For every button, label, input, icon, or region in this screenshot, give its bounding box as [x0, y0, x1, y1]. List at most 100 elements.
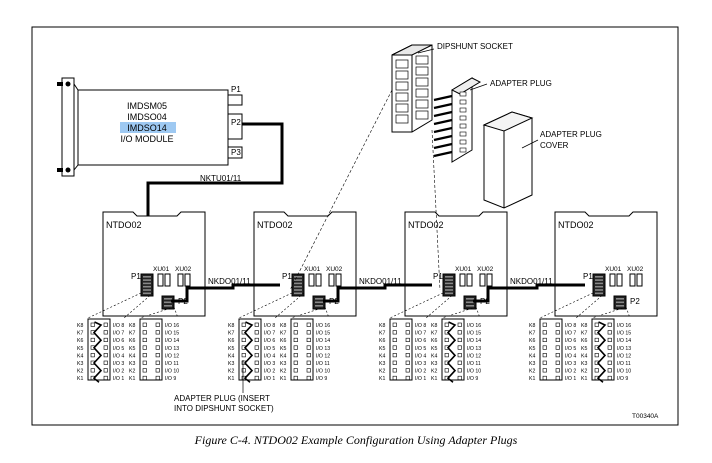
adapter-plug-cover-label-2: COVER: [540, 141, 569, 150]
module-highlight: [120, 122, 176, 133]
left-io-label: I/O 3: [264, 361, 275, 367]
left-io-label: I/O 5: [264, 346, 275, 352]
xu02-label: XU02: [175, 266, 192, 273]
left-pin-label: K7: [77, 331, 83, 337]
dipshunt-socket-label: DIPSHUNT SOCKET: [437, 42, 513, 51]
left-pin-label: K3: [77, 361, 83, 367]
left-io-label: I/O 3: [113, 361, 124, 367]
right-io-label: I/O 12: [316, 353, 330, 359]
figure-id: T00340A: [632, 413, 659, 420]
io-module: IMDSM05 IMDSO04 IMDSO14 I/O MODULE P1 P2…: [57, 77, 243, 177]
right-pin-label: K2: [431, 369, 437, 375]
p1-connector: [291, 273, 305, 297]
left-io-label: I/O 2: [565, 369, 576, 375]
xu02-socket: [479, 273, 493, 287]
left-pin-label: K1: [77, 376, 83, 382]
left-io-label: I/O 1: [415, 376, 426, 382]
left-io-label: I/O 6: [565, 338, 576, 344]
right-pin-label: K8: [581, 323, 587, 329]
p1-label: P1: [433, 272, 443, 281]
left-io-label: I/O 3: [565, 361, 576, 367]
right-pin-label: K4: [280, 353, 286, 359]
nktu-cable: [146, 122, 284, 278]
right-io-label: I/O 11: [165, 361, 179, 367]
right-io-label: I/O 15: [617, 331, 631, 337]
xu01-socket: [157, 273, 171, 287]
nkdo-cable-label-1: NKDO01/11: [208, 277, 251, 286]
right-pin-label: K4: [431, 353, 437, 359]
xu01-label: XU01: [455, 266, 472, 273]
p1-label: P1: [131, 272, 141, 281]
p1-connector: [442, 273, 456, 297]
module-name-4: I/O MODULE: [120, 134, 173, 144]
right-pin-label: K8: [280, 323, 286, 329]
xu02-label: XU02: [326, 266, 343, 273]
left-pin-label: K1: [529, 376, 535, 382]
nkdo-cable-label-2: NKDO01/11: [359, 277, 402, 286]
left-io-label: I/O 5: [113, 346, 124, 352]
left-pin-label: K6: [529, 338, 535, 344]
port-p2: P2: [231, 118, 241, 127]
right-pin-label: K5: [129, 346, 135, 352]
right-pin-label: K2: [581, 369, 587, 375]
leader-line-a: [289, 89, 393, 291]
left-pin-label: K2: [529, 369, 535, 375]
nkdo-cable-3: [473, 283, 585, 303]
left-io-label: I/O 6: [113, 338, 124, 344]
p1-label: P1: [583, 272, 593, 281]
left-pin-label: K2: [77, 369, 83, 375]
right-io-label: I/O 10: [165, 369, 179, 375]
right-io-label: I/O 11: [316, 361, 330, 367]
left-io-label: I/O 5: [565, 346, 576, 352]
right-pin-label: K2: [129, 369, 135, 375]
right-pin-label: K1: [280, 376, 286, 382]
left-pin-label: K3: [228, 361, 234, 367]
left-pin-label: K8: [529, 323, 535, 329]
right-io-label: I/O 13: [467, 346, 481, 352]
adapter-plug-callout-2: INTO DIPSHUNT SOCKET): [174, 404, 274, 413]
dipshunt-socket: [391, 44, 433, 133]
right-pin-label: K8: [129, 323, 135, 329]
left-pin-label: K5: [77, 346, 83, 352]
p1-connector: [140, 273, 154, 297]
left-pin-label: K4: [228, 353, 234, 359]
left-pin-label: K6: [77, 338, 83, 344]
left-pin-label: K3: [529, 361, 535, 367]
left-io-label: I/O 6: [415, 338, 426, 344]
leader-line-b: [431, 129, 441, 291]
right-io-label: I/O 15: [165, 331, 179, 337]
p2-connector: [613, 295, 627, 310]
adapter-plug-wiring: [446, 321, 457, 383]
xu01-label: XU01: [605, 266, 622, 273]
left-io-label: I/O 4: [113, 353, 124, 359]
right-pin-label: K3: [581, 361, 587, 367]
right-pin-label: K6: [129, 338, 135, 344]
left-pin-label: K8: [228, 323, 234, 329]
right-io-label: I/O 12: [165, 353, 179, 359]
right-pin-label: K3: [431, 361, 437, 367]
right-io-label: I/O 9: [617, 376, 628, 382]
right-io-label: I/O 10: [316, 369, 330, 375]
module-name-3: IMDSO14: [127, 123, 167, 133]
module-faceplate: [61, 77, 75, 177]
left-io-label: I/O 8: [415, 323, 426, 329]
board-title: NTDO02: [408, 220, 444, 230]
left-io-label: I/O 7: [113, 331, 124, 337]
left-io-label: I/O 2: [415, 369, 426, 375]
right-io-label: I/O 15: [316, 331, 330, 337]
right-pin-label: K7: [581, 331, 587, 337]
board-title: NTDO02: [558, 220, 594, 230]
left-io-label: I/O 2: [113, 369, 124, 375]
left-pin-label: K2: [228, 369, 234, 375]
left-io-label: I/O 6: [264, 338, 275, 344]
left-pin-label: K4: [77, 353, 83, 359]
right-pin-label: K1: [431, 376, 437, 382]
right-io-label: I/O 16: [316, 323, 330, 329]
right-pin-label: K7: [431, 331, 437, 337]
left-pin-label: K3: [379, 361, 385, 367]
left-pin-label: K7: [529, 331, 535, 337]
left-pin-label: K1: [379, 376, 385, 382]
